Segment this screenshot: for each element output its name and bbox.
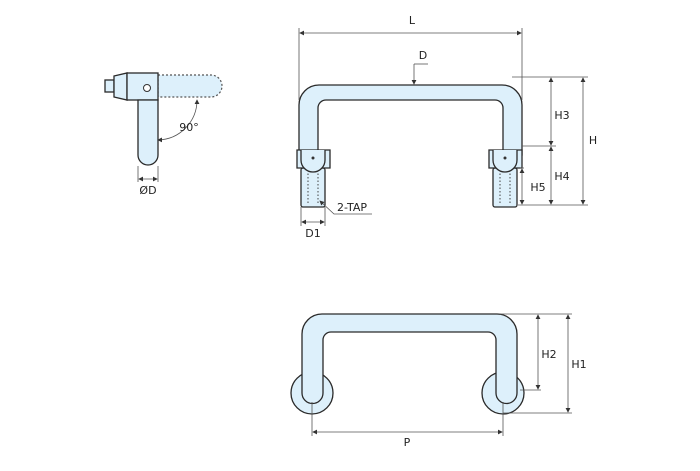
lever bbox=[137, 99, 159, 166]
rotated-lever-ghost bbox=[157, 74, 223, 98]
d1-label: D1 bbox=[305, 227, 320, 240]
h3-label: H3 bbox=[554, 109, 569, 122]
h1-label: H1 bbox=[571, 358, 586, 371]
h4-label: H4 bbox=[554, 170, 569, 183]
front-view: L D H3 H H4 H5 2-TAP D1 bbox=[296, 14, 597, 240]
length-label: L bbox=[409, 14, 416, 27]
shaft-nub bbox=[104, 79, 115, 93]
handle-bar bbox=[298, 84, 523, 156]
tap-label: 2-TAP bbox=[337, 201, 367, 214]
bar-diameter-label: D bbox=[419, 49, 427, 62]
right-fitting bbox=[488, 149, 523, 208]
diameter-label: ØD bbox=[139, 184, 156, 197]
angle-arc bbox=[157, 99, 200, 143]
hub bbox=[113, 72, 128, 101]
pitch-label: P bbox=[404, 436, 411, 449]
block bbox=[126, 72, 159, 101]
angle-label: 90° bbox=[179, 121, 199, 134]
h-label: H bbox=[589, 134, 597, 147]
h5-label: H5 bbox=[530, 181, 545, 194]
left-fitting bbox=[296, 149, 331, 208]
folded-view: H2 H1 P bbox=[290, 313, 587, 449]
handle-bar bbox=[301, 313, 518, 405]
pivot-hole bbox=[143, 84, 151, 92]
h2-label: H2 bbox=[541, 348, 556, 361]
side-view: 90° ØD bbox=[104, 72, 223, 197]
